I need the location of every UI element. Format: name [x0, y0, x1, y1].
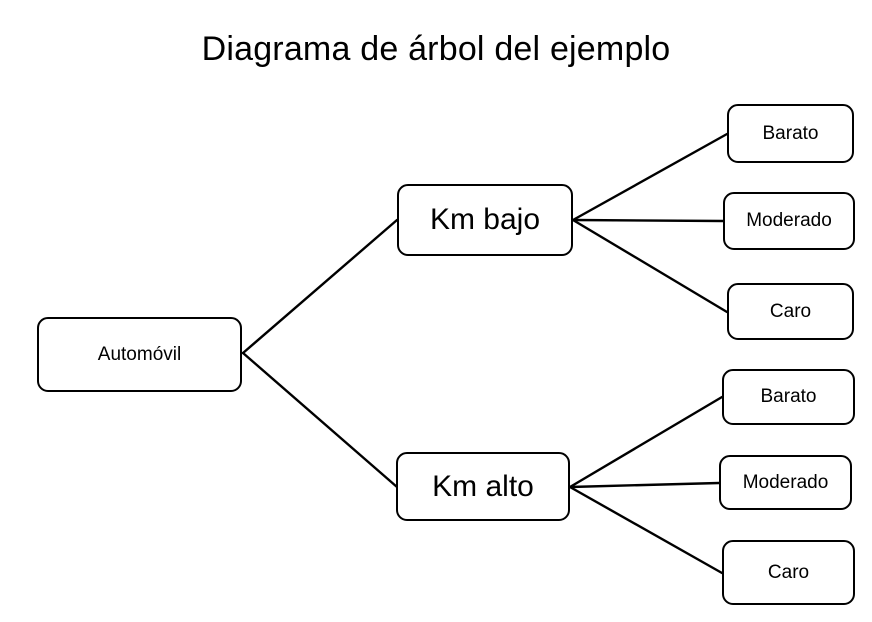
node-leaf-km-bajo-moderado[interactable]: Moderado: [723, 192, 855, 250]
node-label: Moderado: [742, 471, 829, 493]
node-label: Barato: [762, 122, 819, 144]
node-leaf-km-alto-moderado[interactable]: Moderado: [719, 455, 852, 510]
edge-km-alto-caro: [568, 485, 724, 575]
node-label: Caro: [767, 561, 810, 583]
node-branch-km-bajo[interactable]: Km bajo: [397, 184, 573, 256]
node-label: Automóvil: [97, 343, 182, 365]
edge-km-bajo-barato: [571, 132, 729, 222]
node-label: Moderado: [746, 210, 832, 232]
node-leaf-km-alto-barato[interactable]: Barato: [722, 369, 855, 425]
page-title: Diagrama de árbol del ejemplo: [201, 30, 671, 68]
node-label: Caro: [769, 300, 812, 322]
node-label: Km bajo: [429, 203, 541, 237]
node-branch-km-alto[interactable]: Km alto: [396, 452, 570, 521]
node-label: Km alto: [432, 469, 534, 503]
node-leaf-km-bajo-barato[interactable]: Barato: [727, 104, 854, 163]
node-leaf-km-bajo-caro[interactable]: Caro: [727, 283, 854, 340]
node-label: Barato: [760, 386, 817, 408]
node-root-automovil[interactable]: Automóvil: [37, 317, 242, 392]
node-leaf-km-alto-caro[interactable]: Caro: [722, 540, 855, 605]
edge-km-alto-barato: [568, 395, 724, 489]
edge-km-bajo-caro: [571, 218, 729, 314]
edge-root-km-alto: [241, 351, 399, 489]
edge-km-alto-moderado: [568, 481, 721, 489]
edge-km-bajo-moderado: [571, 218, 725, 223]
edge-root-km-bajo: [241, 218, 399, 355]
